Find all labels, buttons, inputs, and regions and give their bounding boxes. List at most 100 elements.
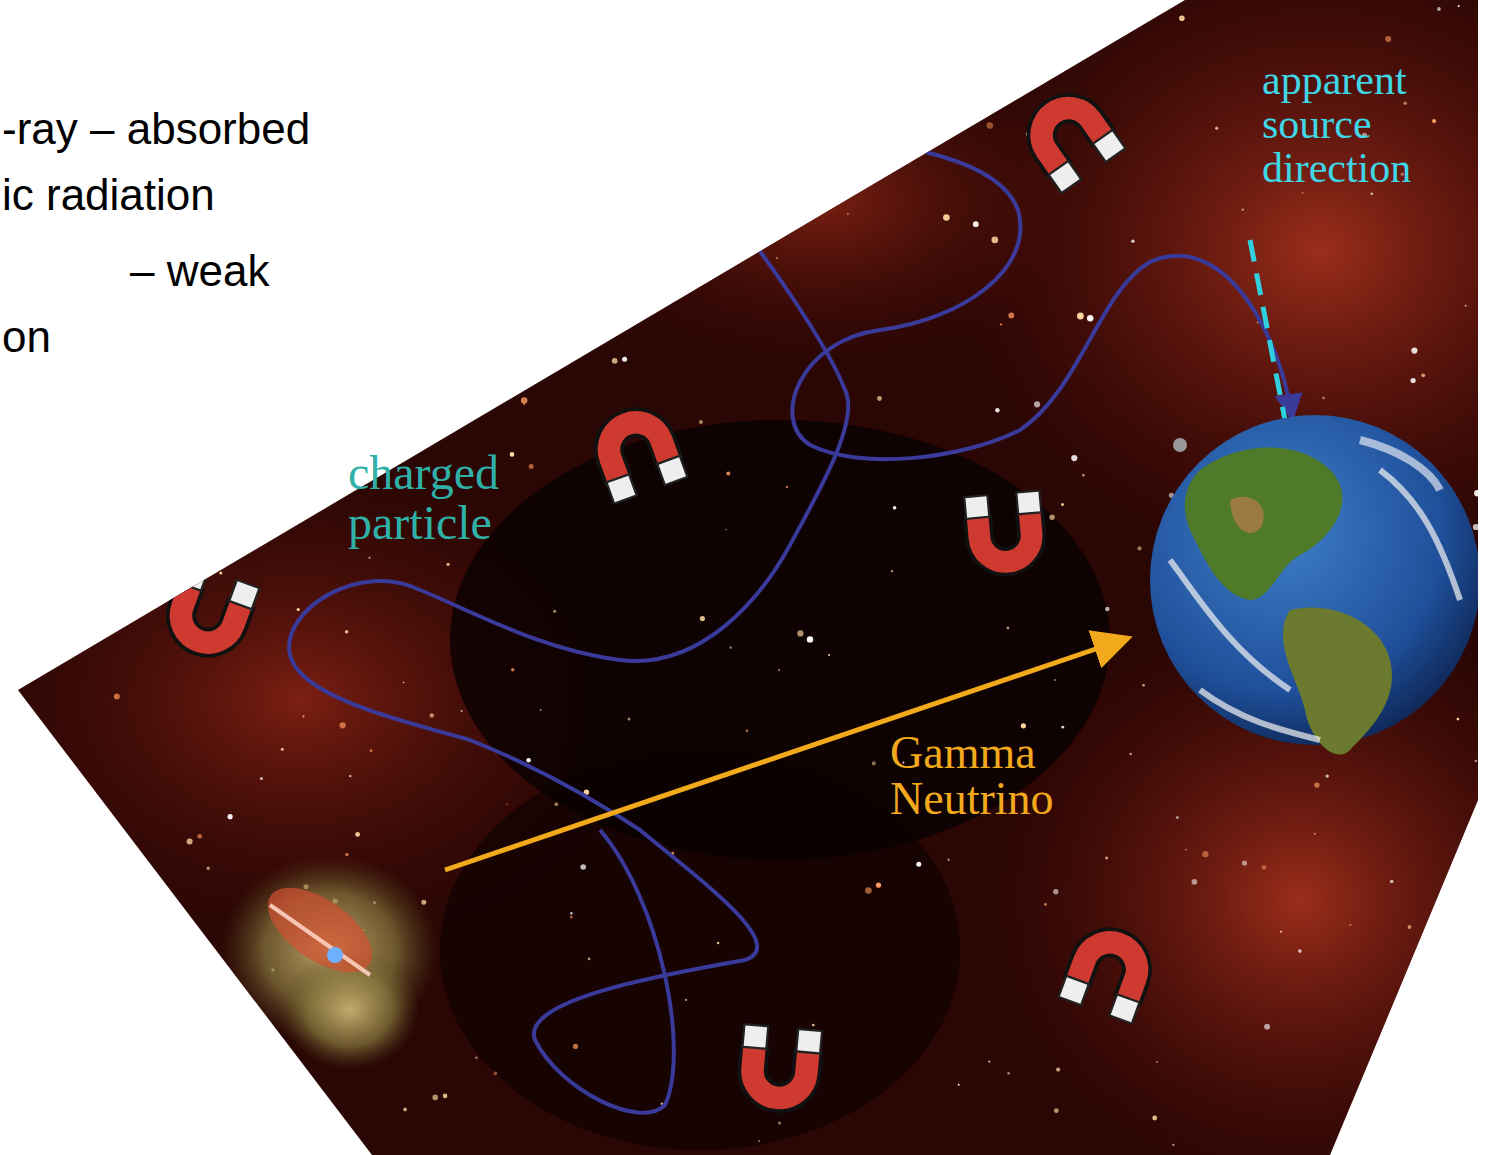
star xyxy=(726,472,730,476)
star xyxy=(520,225,523,228)
star xyxy=(872,761,876,765)
star xyxy=(577,287,580,290)
bullet-text: – weak xyxy=(130,238,370,304)
star xyxy=(187,838,193,844)
star xyxy=(443,1094,448,1099)
star xyxy=(1242,208,1244,210)
star xyxy=(458,75,460,77)
star xyxy=(973,221,979,227)
label-holder: Gamma Neutrino xyxy=(890,730,1150,822)
label-holder: ic radiation xyxy=(2,162,402,228)
star xyxy=(281,748,284,751)
star xyxy=(247,170,249,172)
star xyxy=(327,136,330,139)
star xyxy=(1054,679,1056,681)
star xyxy=(461,710,463,712)
star xyxy=(865,887,872,894)
star xyxy=(155,466,158,469)
star xyxy=(812,1024,815,1027)
star xyxy=(1061,726,1064,729)
star xyxy=(573,1044,578,1049)
star xyxy=(751,88,757,94)
star xyxy=(746,730,748,732)
star xyxy=(349,775,351,777)
star xyxy=(1262,865,1267,870)
star xyxy=(183,913,189,919)
star xyxy=(699,420,703,424)
star xyxy=(133,53,137,57)
star xyxy=(1437,7,1441,11)
star xyxy=(44,255,50,261)
star xyxy=(1264,1024,1270,1030)
star xyxy=(125,483,127,485)
star xyxy=(570,916,573,919)
star xyxy=(1468,859,1474,865)
star xyxy=(1179,15,1185,21)
star xyxy=(1087,315,1093,321)
star xyxy=(992,237,999,244)
star xyxy=(1411,378,1416,383)
star xyxy=(1007,1072,1010,1075)
star xyxy=(1131,240,1134,243)
star xyxy=(1137,546,1141,550)
star xyxy=(504,118,509,123)
star xyxy=(554,802,558,806)
star xyxy=(243,0,248,3)
star xyxy=(776,257,778,259)
star xyxy=(197,834,202,839)
star xyxy=(916,862,921,867)
star xyxy=(182,15,188,21)
star xyxy=(658,15,660,17)
star xyxy=(562,170,565,173)
star xyxy=(219,548,224,553)
star xyxy=(1021,723,1026,728)
star xyxy=(685,999,687,1001)
star xyxy=(1172,1144,1174,1146)
star xyxy=(414,397,417,400)
star xyxy=(1440,1068,1446,1074)
star xyxy=(121,65,127,71)
star xyxy=(302,715,304,717)
star xyxy=(1142,684,1144,686)
star xyxy=(1052,14,1055,17)
star xyxy=(588,958,591,961)
star xyxy=(974,8,976,10)
label-holder: apparent source direction xyxy=(1262,58,1477,190)
star xyxy=(995,408,999,412)
star xyxy=(1457,718,1460,721)
star xyxy=(1280,931,1282,933)
star xyxy=(797,630,803,636)
star xyxy=(717,942,720,945)
star xyxy=(1000,323,1002,325)
star xyxy=(622,357,627,362)
star xyxy=(580,864,586,870)
star xyxy=(83,295,87,299)
star xyxy=(1105,857,1108,860)
star xyxy=(570,912,572,914)
star xyxy=(345,853,348,856)
star xyxy=(1152,1116,1157,1121)
star xyxy=(1314,833,1316,835)
star xyxy=(510,452,515,457)
star xyxy=(421,0,425,2)
label-holder: on xyxy=(2,304,122,370)
star xyxy=(847,213,849,215)
star xyxy=(88,855,92,859)
star xyxy=(1326,774,1329,777)
star xyxy=(893,30,898,35)
star xyxy=(653,84,660,91)
star xyxy=(909,136,912,139)
star xyxy=(890,121,892,123)
star xyxy=(1411,348,1417,354)
star xyxy=(369,557,371,559)
star xyxy=(345,630,348,633)
star xyxy=(1008,313,1014,319)
star xyxy=(1349,924,1351,926)
star xyxy=(310,282,314,286)
star xyxy=(105,255,107,257)
star xyxy=(528,264,531,267)
star xyxy=(943,214,950,221)
star xyxy=(207,867,210,870)
star xyxy=(430,713,434,717)
star xyxy=(1082,474,1085,477)
